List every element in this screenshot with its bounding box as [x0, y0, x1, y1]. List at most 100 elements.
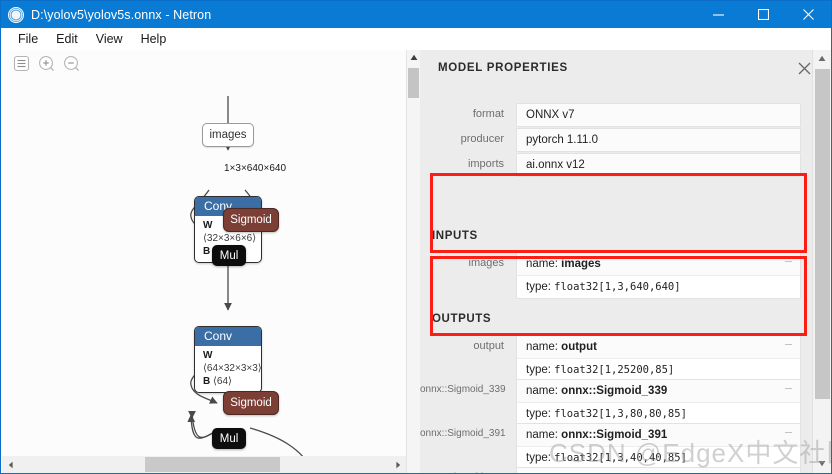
graph-hscroll-thumb[interactable] [145, 457, 280, 472]
input-images-type-row: type: float32[1,3,640,640] [517, 276, 800, 298]
output-sigmoid-391-type-value: float32[1,3,40,40,85] [554, 452, 687, 464]
conv-1-weight-name: W [203, 220, 213, 231]
property-row-format: format ONNX v7 [420, 103, 814, 127]
graph-node-sigmoid-2-label: Sigmoid [230, 397, 272, 409]
output-label-sigmoid-443: onnx::Sigmoid_443 [420, 467, 516, 473]
input-value-images: name: images type: float32[1,3,640,640] [516, 252, 801, 299]
property-value-format: ONNX v7 [516, 103, 801, 127]
output-sigmoid-391-name-value: onnx::Sigmoid_391 [561, 429, 668, 441]
output-label-sigmoid-339: onnx::Sigmoid_339 [420, 384, 506, 395]
panel-close-icon[interactable] [795, 59, 813, 77]
output-value-sigmoid-339: name: onnx::Sigmoid_339 type: float32[1,… [516, 379, 801, 426]
output-row-output: output name: output type: float32[1,2520… [420, 335, 814, 382]
graph-node-images-label: images [209, 129, 247, 141]
conv-1-weight-value: ⟨32×3×6×6⟩ [203, 233, 257, 244]
output-sigmoid-391-type-row: type: float32[1,3,40,40,85] [517, 447, 800, 469]
output-row-sigmoid-391: onnx::Sigmoid_391 name: onnx::Sigmoid_39… [420, 423, 814, 470]
menu-item-file[interactable]: File [18, 32, 39, 46]
graph-edge-label-input: 1×3×640×640 [224, 163, 287, 174]
property-row-producer: producer pytorch 1.11.0 [420, 128, 814, 152]
input-label-images: images [468, 257, 504, 269]
properties-body: format ONNX v7 producer pytorch 1.11.0 i… [420, 89, 814, 473]
output-label-sigmoid-391: onnx::Sigmoid_391 [420, 428, 506, 439]
output-sigmoid-339-name-row: name: onnx::Sigmoid_339 [517, 380, 800, 403]
zoom-in-icon[interactable] [36, 53, 56, 73]
graph-node-sigmoid-1-label: Sigmoid [230, 214, 272, 226]
properties-header: MODEL PROPERTIES [420, 50, 831, 89]
graph-vertical-scrollbar[interactable] [406, 50, 420, 473]
property-value-imports: ai.onnx v12 [516, 153, 801, 177]
input-images-name-prefix: name: [526, 258, 562, 270]
collapse-dash-icon[interactable] [785, 388, 792, 389]
output-row-sigmoid-443: onnx::Sigmoid_443 name: onnx::Sigmoid_44… [420, 467, 814, 473]
conv-1-bias-name: B [203, 246, 211, 257]
graph-node-mul-1-label: Mul [219, 249, 239, 262]
menu-item-help[interactable]: Help [140, 32, 167, 46]
output-output-name-prefix: name: [526, 341, 562, 353]
input-images-name-row: name: images [517, 253, 800, 276]
title-bar: D:\yolov5\yolov5s.onnx - Netron [1, 1, 831, 28]
scroll-right-arrow-icon[interactable] [389, 456, 406, 473]
graph-node-conv-2[interactable]: Conv W ⟨64×32×3×3⟩ B ⟨64⟩ [194, 326, 262, 393]
output-sigmoid-391-name-row: name: onnx::Sigmoid_391 [517, 424, 800, 447]
section-title-outputs: OUTPUTS [432, 313, 492, 325]
input-row-images: images name: images type: float32[1,3,64… [420, 252, 814, 299]
minimize-button[interactable] [696, 1, 741, 28]
window-title: D:\yolov5\yolov5s.onnx - Netron [31, 7, 212, 22]
graph-node-mul-2-label: Mul [219, 432, 239, 445]
netron-icon [8, 6, 24, 23]
output-value-sigmoid-391: name: onnx::Sigmoid_391 type: float32[1,… [516, 423, 801, 470]
window-controls [696, 1, 831, 28]
graph-node-sigmoid-2[interactable]: Sigmoid [223, 391, 279, 415]
graph-horizontal-scrollbar[interactable] [2, 456, 406, 473]
model-properties-panel: MODEL PROPERTIES format ONNX v7 producer… [420, 50, 831, 473]
property-label-producer: producer [460, 133, 504, 145]
graph-node-conv-2-title: Conv [195, 327, 261, 346]
properties-vscroll-thumb[interactable] [815, 69, 830, 399]
menu-item-edit[interactable]: Edit [56, 32, 78, 46]
input-images-name-value: images [561, 258, 601, 270]
output-sigmoid-339-type-value: float32[1,3,80,80,85] [554, 408, 687, 420]
conv-2-bias-value: ⟨64⟩ [213, 376, 232, 387]
graph-node-conv-2-body: W ⟨64×32×3×3⟩ B ⟨64⟩ [195, 346, 261, 392]
graph-node-mul-1[interactable]: Mul [212, 245, 246, 266]
graph-scroll-up-arrow-icon[interactable] [407, 50, 420, 64]
graph-canvas-pane[interactable]: images 1×3×640×640 Conv W ⟨32×3×6×6⟩ B ⟨… [2, 50, 406, 473]
property-row-imports: imports ai.onnx v12 [420, 153, 814, 177]
output-label-output: output [473, 340, 504, 352]
collapse-dash-icon[interactable] [785, 432, 792, 433]
output-output-type-value: float32[1,25200,85] [554, 364, 675, 376]
output-output-name-row: name: output [517, 336, 800, 359]
output-sigmoid-339-name-value: onnx::Sigmoid_339 [561, 385, 668, 397]
output-value-output: name: output type: float32[1,25200,85] [516, 335, 801, 382]
input-images-type-prefix: type: [526, 281, 555, 293]
scroll-left-arrow-icon[interactable] [2, 456, 19, 473]
graph-toolbar [11, 53, 81, 73]
output-output-name-value: output [561, 341, 597, 353]
properties-scroll-down-arrow-icon[interactable] [813, 455, 831, 472]
graph-hscroll-track[interactable] [19, 456, 389, 473]
properties-scroll-up-arrow-icon[interactable] [813, 50, 831, 67]
conv-2-bias-name: B [203, 376, 211, 387]
graph-node-sigmoid-1[interactable]: Sigmoid [223, 208, 279, 232]
output-sigmoid-339-name-prefix: name: [526, 385, 562, 397]
graph-node-images[interactable]: images [202, 123, 254, 147]
output-sigmoid-339-type-prefix: type: [526, 408, 555, 420]
conv-2-weight-name: W [203, 350, 213, 361]
graph-vscroll-thumb[interactable] [408, 68, 419, 98]
list-menu-icon[interactable] [11, 53, 31, 73]
close-button[interactable] [786, 1, 831, 28]
output-sigmoid-391-type-prefix: type: [526, 452, 555, 464]
zoom-out-icon[interactable] [61, 53, 81, 73]
menu-item-view[interactable]: View [95, 32, 123, 46]
conv-2-weight-value: ⟨64×32×3×3⟩ [203, 363, 262, 374]
property-label-imports: imports [467, 158, 504, 170]
collapse-dash-icon[interactable] [785, 344, 792, 345]
maximize-button[interactable] [741, 1, 786, 28]
property-label-format: format [472, 108, 504, 120]
graph-node-mul-2[interactable]: Mul [212, 428, 246, 449]
properties-vertical-scrollbar[interactable] [812, 50, 831, 473]
collapse-dash-icon[interactable] [785, 261, 792, 262]
output-output-type-row: type: float32[1,25200,85] [517, 359, 800, 381]
